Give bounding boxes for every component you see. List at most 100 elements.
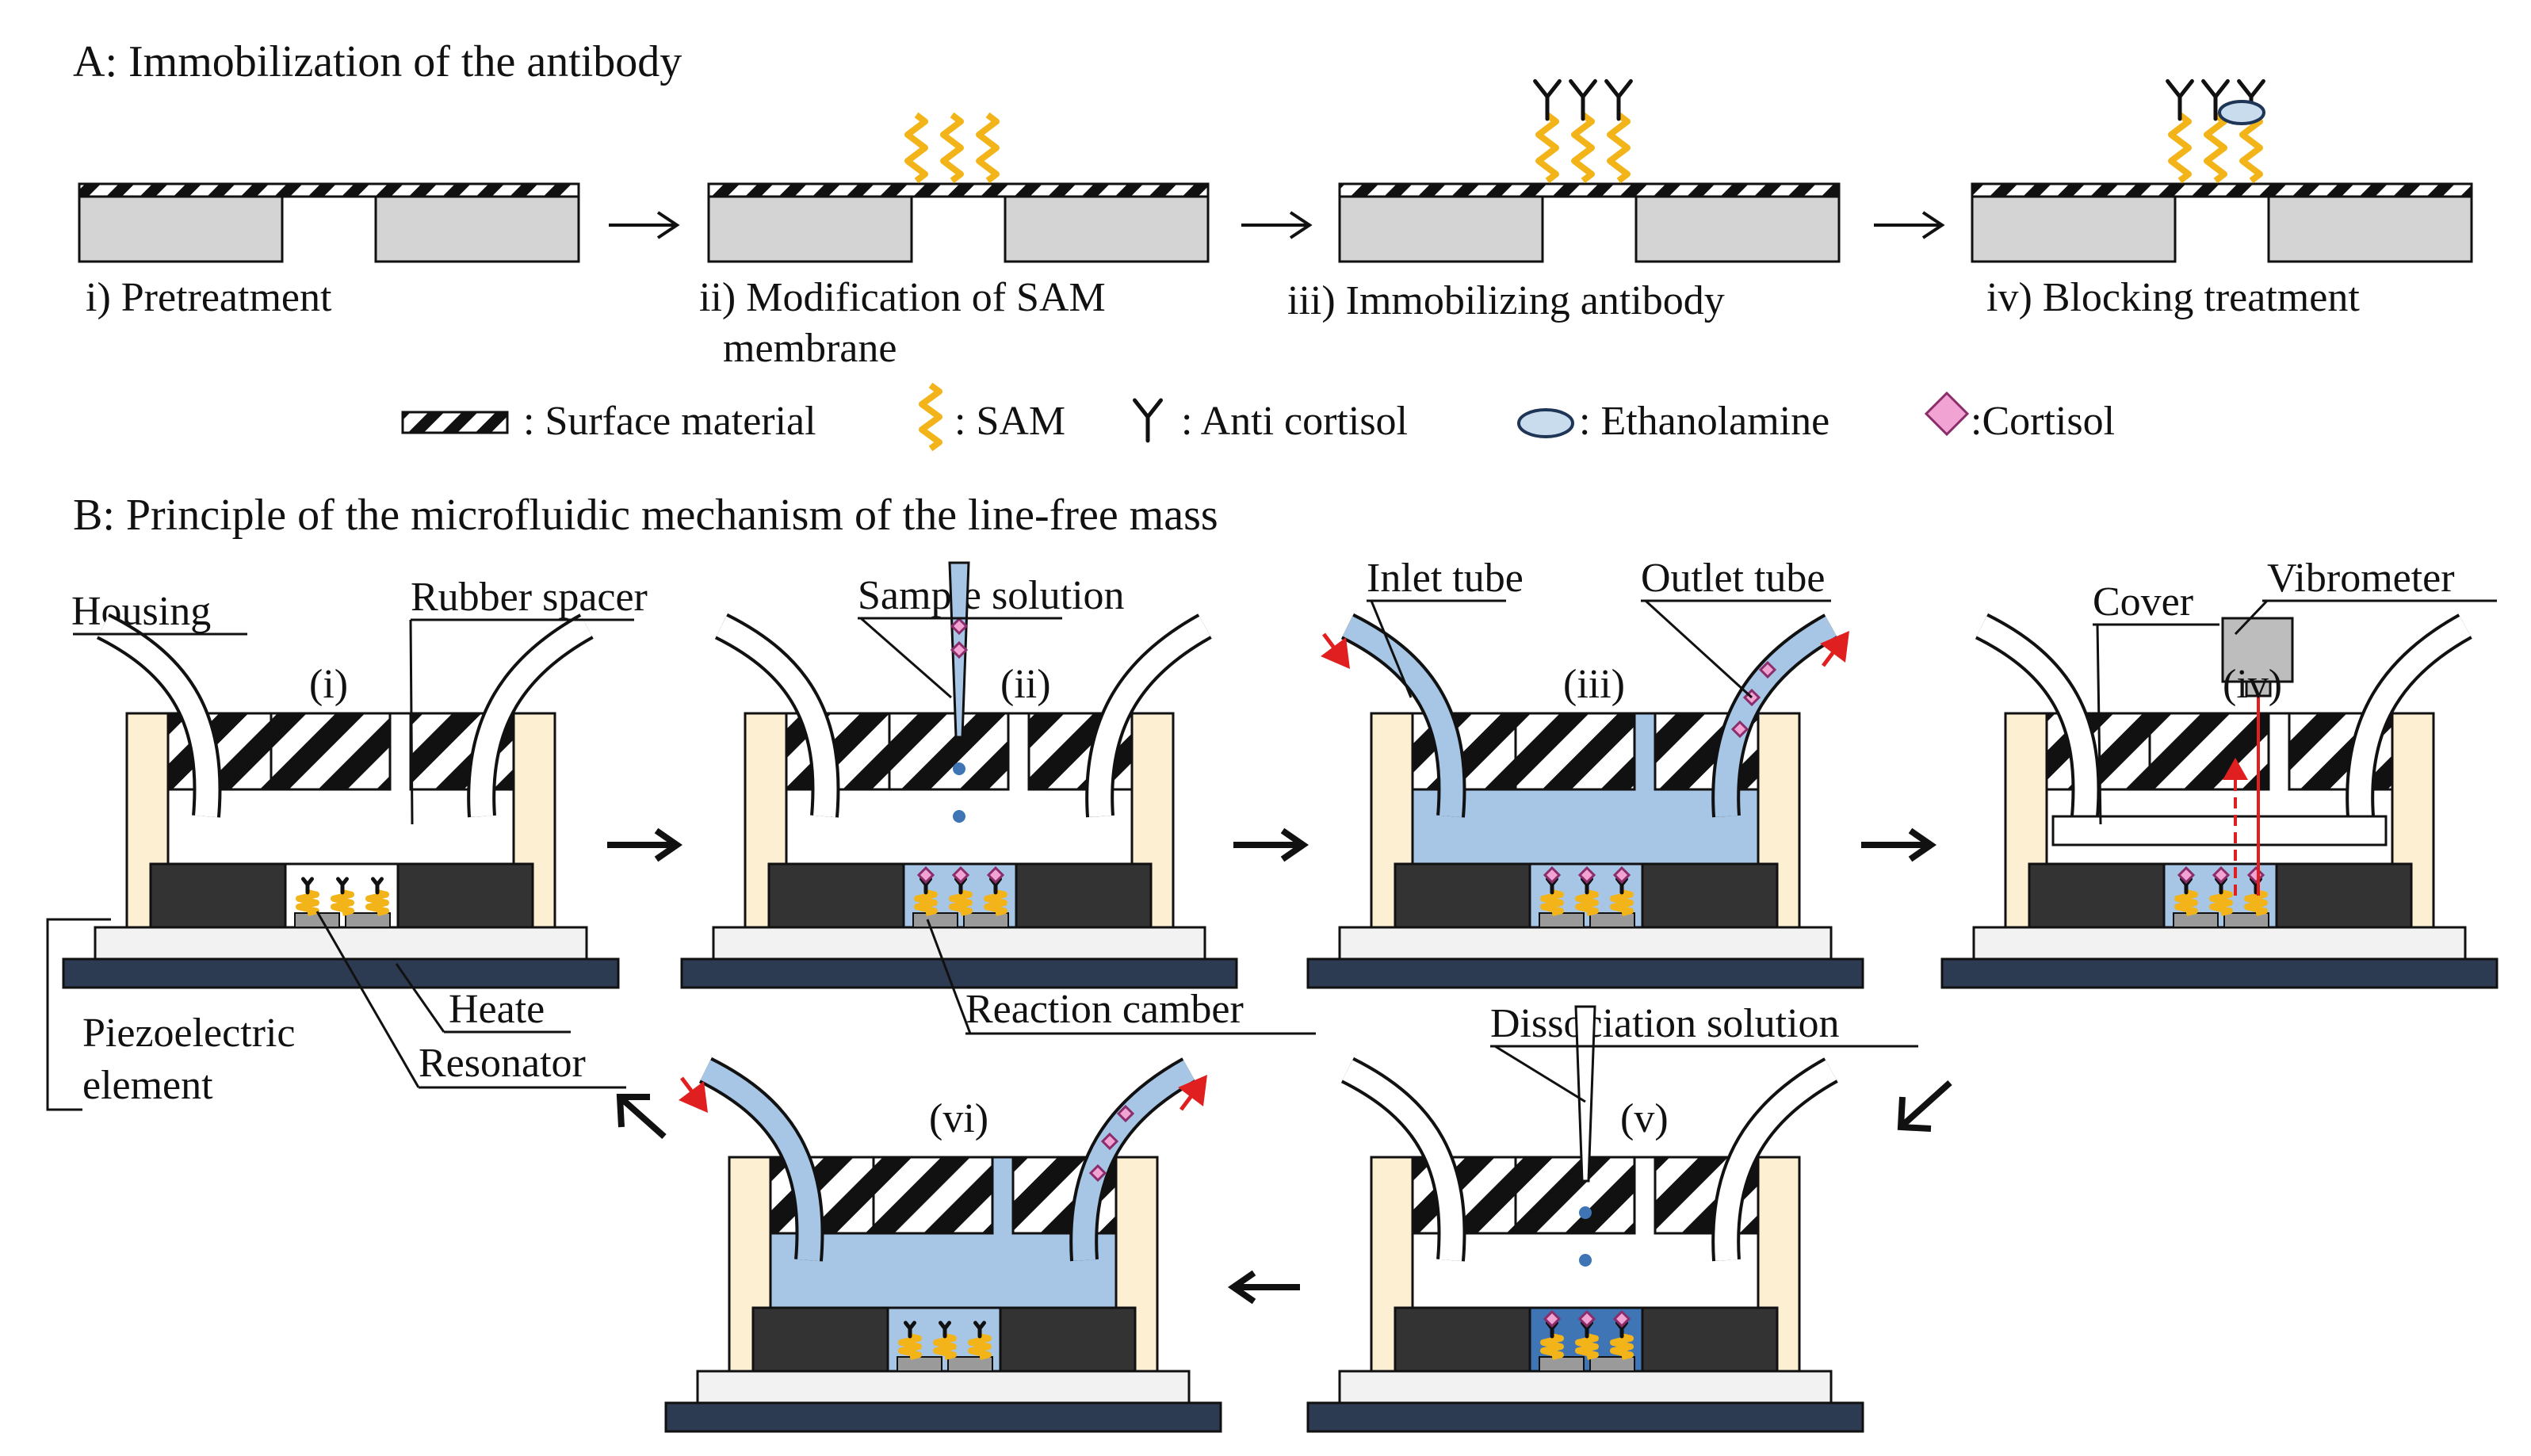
cover-label: Cover	[2093, 579, 2193, 625]
piezo-leader	[46, 918, 111, 1111]
bound-cortisol	[1577, 866, 1596, 885]
chamber-antibody	[336, 877, 349, 895]
rubber-spacer-block	[270, 712, 392, 791]
outflow-arrow	[1178, 1075, 1207, 1111]
piezo-label-line1: Piezoelectric	[82, 1011, 296, 1056]
chamber-sam	[968, 1333, 992, 1360]
outlet-tube-label: Outlet tube	[1641, 556, 1826, 601]
sample-solution-leader	[858, 617, 1062, 699]
legend-cortisol-label: :Cortisol	[1971, 399, 2115, 444]
tube-cortisol	[1730, 720, 1749, 739]
piezoelectric-plate	[696, 1370, 1191, 1404]
chamber-antibody	[973, 1320, 986, 1339]
chamber-antibody	[939, 1320, 951, 1339]
support-block-left	[2028, 862, 2166, 929]
step-b4-number: (iv)	[2223, 662, 2282, 707]
legend-antibody-icon	[1133, 398, 1163, 443]
cover-plate	[2051, 815, 2388, 846]
piezo-label-line2: element	[82, 1063, 213, 1108]
droplet	[1579, 1254, 1592, 1267]
bound-cortisol	[916, 866, 935, 885]
cover-leader	[2093, 623, 2219, 825]
resonator-pad	[294, 912, 340, 928]
arrow-left-icon	[1227, 1270, 1300, 1305]
sam-chain	[1571, 112, 1595, 184]
sample-solution-label: Sample solution	[858, 573, 1125, 618]
bound-cortisol	[1543, 1309, 1562, 1328]
sam-chain	[2168, 112, 2192, 184]
resonator-pad	[897, 1356, 942, 1372]
chamber-sam	[914, 889, 938, 916]
device-5	[1306, 1005, 1864, 1433]
arrow-right-icon	[1874, 211, 1945, 239]
inlet-tube	[97, 616, 219, 818]
piezoelectric-plate	[712, 926, 1206, 961]
rubber-spacer-block	[888, 712, 1010, 791]
legend-icons	[401, 382, 1970, 452]
bound-cortisol	[1577, 1309, 1596, 1328]
sam-chain	[1535, 112, 1559, 184]
outlet-tube	[470, 616, 592, 817]
sam-chain	[904, 112, 928, 184]
chamber-sam	[2244, 889, 2268, 916]
support-block-right	[1641, 1306, 1779, 1373]
arrow-right-icon	[1233, 827, 1309, 862]
surface-material-layer	[1971, 182, 2473, 198]
support-block-right	[1015, 862, 1153, 929]
support-block-left	[1394, 1306, 1531, 1373]
bound-cortisol	[951, 866, 970, 885]
support-block-left	[149, 862, 287, 929]
surface-material-layer	[78, 182, 580, 198]
arrow-up-left-icon	[616, 1094, 667, 1139]
step-a2-label: ii) Modification of SAM	[699, 275, 1106, 320]
piezoelectric-plate	[1972, 926, 2467, 961]
sam-chain	[2239, 112, 2263, 184]
chamber-sam	[1540, 1333, 1564, 1360]
chamber-sam	[365, 889, 389, 916]
diagram-drawing: (i)(ii)(iii)(iv)(v)(vi)	[46, 78, 2499, 1433]
droplet	[953, 762, 965, 775]
chamber-antibody	[301, 877, 314, 895]
vibrometer-label: Vibrometer	[2267, 556, 2455, 601]
section-b-title: B: Principle of the microfluidic mechani…	[73, 491, 1218, 540]
arrow-right-icon	[609, 211, 680, 239]
device-3	[1306, 613, 1864, 989]
chamber-sam	[933, 1333, 957, 1360]
tube-cortisol	[1100, 1132, 1119, 1151]
chip-right	[1004, 195, 1210, 263]
step-a-arrow-3	[1874, 211, 1945, 239]
chip-left	[1971, 195, 2177, 263]
resonator-pad	[1539, 1356, 1585, 1372]
chip-right	[1634, 195, 1841, 263]
tube-cortisol	[1758, 660, 1777, 679]
support-block-left	[1394, 862, 1531, 929]
dissociation-solution-label: Dissociation solution	[1490, 1001, 1840, 1046]
chamber-sam	[2209, 889, 2233, 916]
chamber-sam	[2174, 889, 2198, 916]
chip-left	[78, 195, 284, 263]
device-6	[664, 1057, 1222, 1433]
chip-right	[374, 195, 580, 263]
heater-label: Heate	[449, 987, 545, 1032]
piezoelectric-plate	[1338, 1370, 1833, 1404]
rubber-spacer-block	[2148, 712, 2270, 791]
heater-leader	[395, 963, 571, 1034]
arrow-down-left-icon	[1897, 1080, 1952, 1132]
bound-cortisol	[986, 866, 1005, 885]
outflow-arrow	[1820, 631, 1849, 667]
step-a1-label: i) Pretreatment	[86, 275, 332, 320]
heater-base	[1306, 957, 1864, 989]
heater-base	[1940, 957, 2499, 989]
legend-cortisol-icon	[1924, 391, 1970, 437]
step-a2-label-line2: membrane	[723, 326, 897, 371]
housing-label: Housing	[71, 589, 211, 634]
chip-right	[2267, 195, 2473, 263]
reaction-chamber-leader	[926, 919, 1316, 1035]
droplet	[953, 810, 965, 823]
chamber-sam	[1610, 889, 1634, 916]
leader-lines	[46, 599, 2497, 1111]
rubber-spacer-block	[1514, 712, 1636, 791]
support-block-right	[2275, 862, 2413, 929]
step-a3-label: iii) Immobilizing antibody	[1287, 278, 1725, 323]
